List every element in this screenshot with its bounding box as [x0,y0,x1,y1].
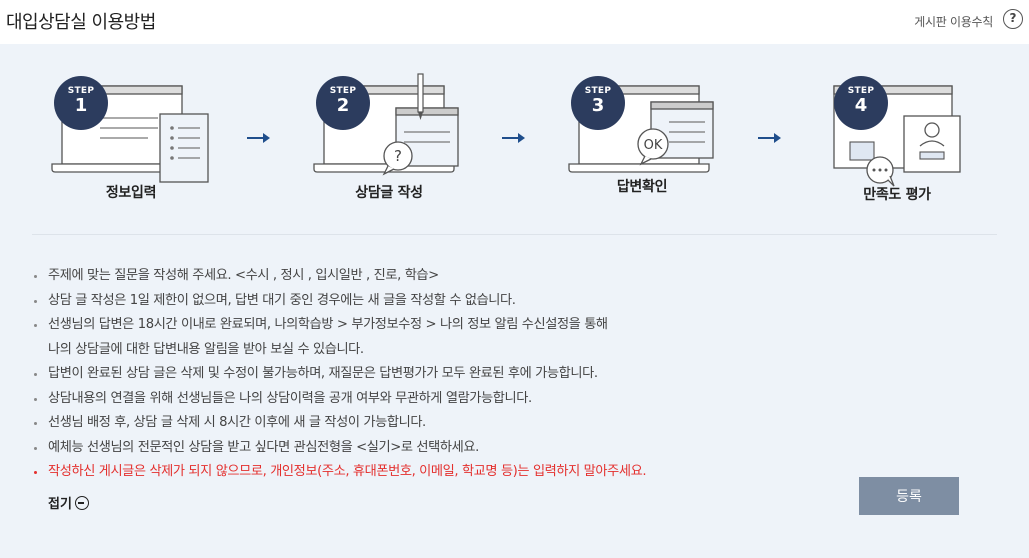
step-label: 상담글 작성 [355,185,423,201]
page-title: 대입상담실 이용방법 [6,12,156,33]
minus-circle-icon [74,496,89,510]
arrow-right-icon [247,133,270,143]
collapse-button[interactable]: 접기 [48,493,89,512]
board-rules-link[interactable]: 게시판 이용수칙 [914,15,993,29]
note-item: 예체능 선생님의 전문적인 상담을 받고 싶다면 관심전형을 <실기>로 선택하… [32,436,646,461]
step-badge: STEP 1 [54,76,108,130]
help-icon[interactable]: ? [1003,9,1023,29]
laptop-question-icon: ? [313,73,459,176]
step-label: 정보입력 [105,185,157,201]
step-badge: STEP 3 [571,76,625,130]
note-item: 선생님 배정 후, 상담 글 삭제 시 8시간 이후에 새 글 작성이 가능합니… [32,411,646,436]
step-1: STEP 1 정보입력 [48,70,218,210]
step-label: 답변확인 [616,179,668,195]
arrow-right-icon [502,133,525,143]
note-item: 답변이 완료된 상담 글은 삭제 및 수정이 불가능하며, 재질문은 답변평가가… [32,362,646,387]
question-mark-text: ? [394,147,402,165]
usage-notes-list: 주제에 맞는 질문을 작성해 주세요. <수시 , 정시 , 입시일반 , 진로… [32,264,647,485]
register-button[interactable]: 등록 [859,477,959,515]
collapse-label: 접기 [48,497,72,512]
divider [32,234,997,235]
note-item: 상담 글 작성은 1일 제한이 없으며, 답변 대기 중인 경우에는 새 글을 … [32,289,646,314]
step-2: ? STEP 2 상담글 작성 [310,70,480,210]
note-line: 나의 상담글에 대한 답변내용 알림을 받아 보실 수 있습니다. [48,341,364,357]
laptop-document-icon [51,85,209,183]
step-badge: STEP 4 [834,76,888,130]
step-label: 만족도 평가 [863,187,931,203]
step-badge: STEP 2 [316,76,370,130]
note-line: 선생님의 답변은 18시간 이내로 완료되며, 나의학습방 > 부가정보수정 >… [48,317,608,332]
warning-note-item: 작성하신 게시글은 삭제가 되지 않으므로, 개인정보(주소, 휴대폰번호, 이… [32,460,647,485]
guide-panel: STEP 1 정보입력 ? STEP 2 상담글 작성 [0,44,1029,558]
note-item: 주제에 맞는 질문을 작성해 주세요. <수시 , 정시 , 입시일반 , 진로… [32,264,646,289]
step-4: STEP 4 만족도 평가 [828,70,998,210]
note-item: 선생님의 답변은 18시간 이내로 완료되며, 나의학습방 > 부가정보수정 >… [32,313,646,362]
arrow-right-icon [758,133,781,143]
note-item: 상담내용의 연결을 위해 선생님들은 나의 상담이력을 공개 여부와 무관하게 … [32,387,646,412]
ok-text: OK [644,138,663,153]
step-3: OK STEP 3 답변확인 [565,70,735,210]
